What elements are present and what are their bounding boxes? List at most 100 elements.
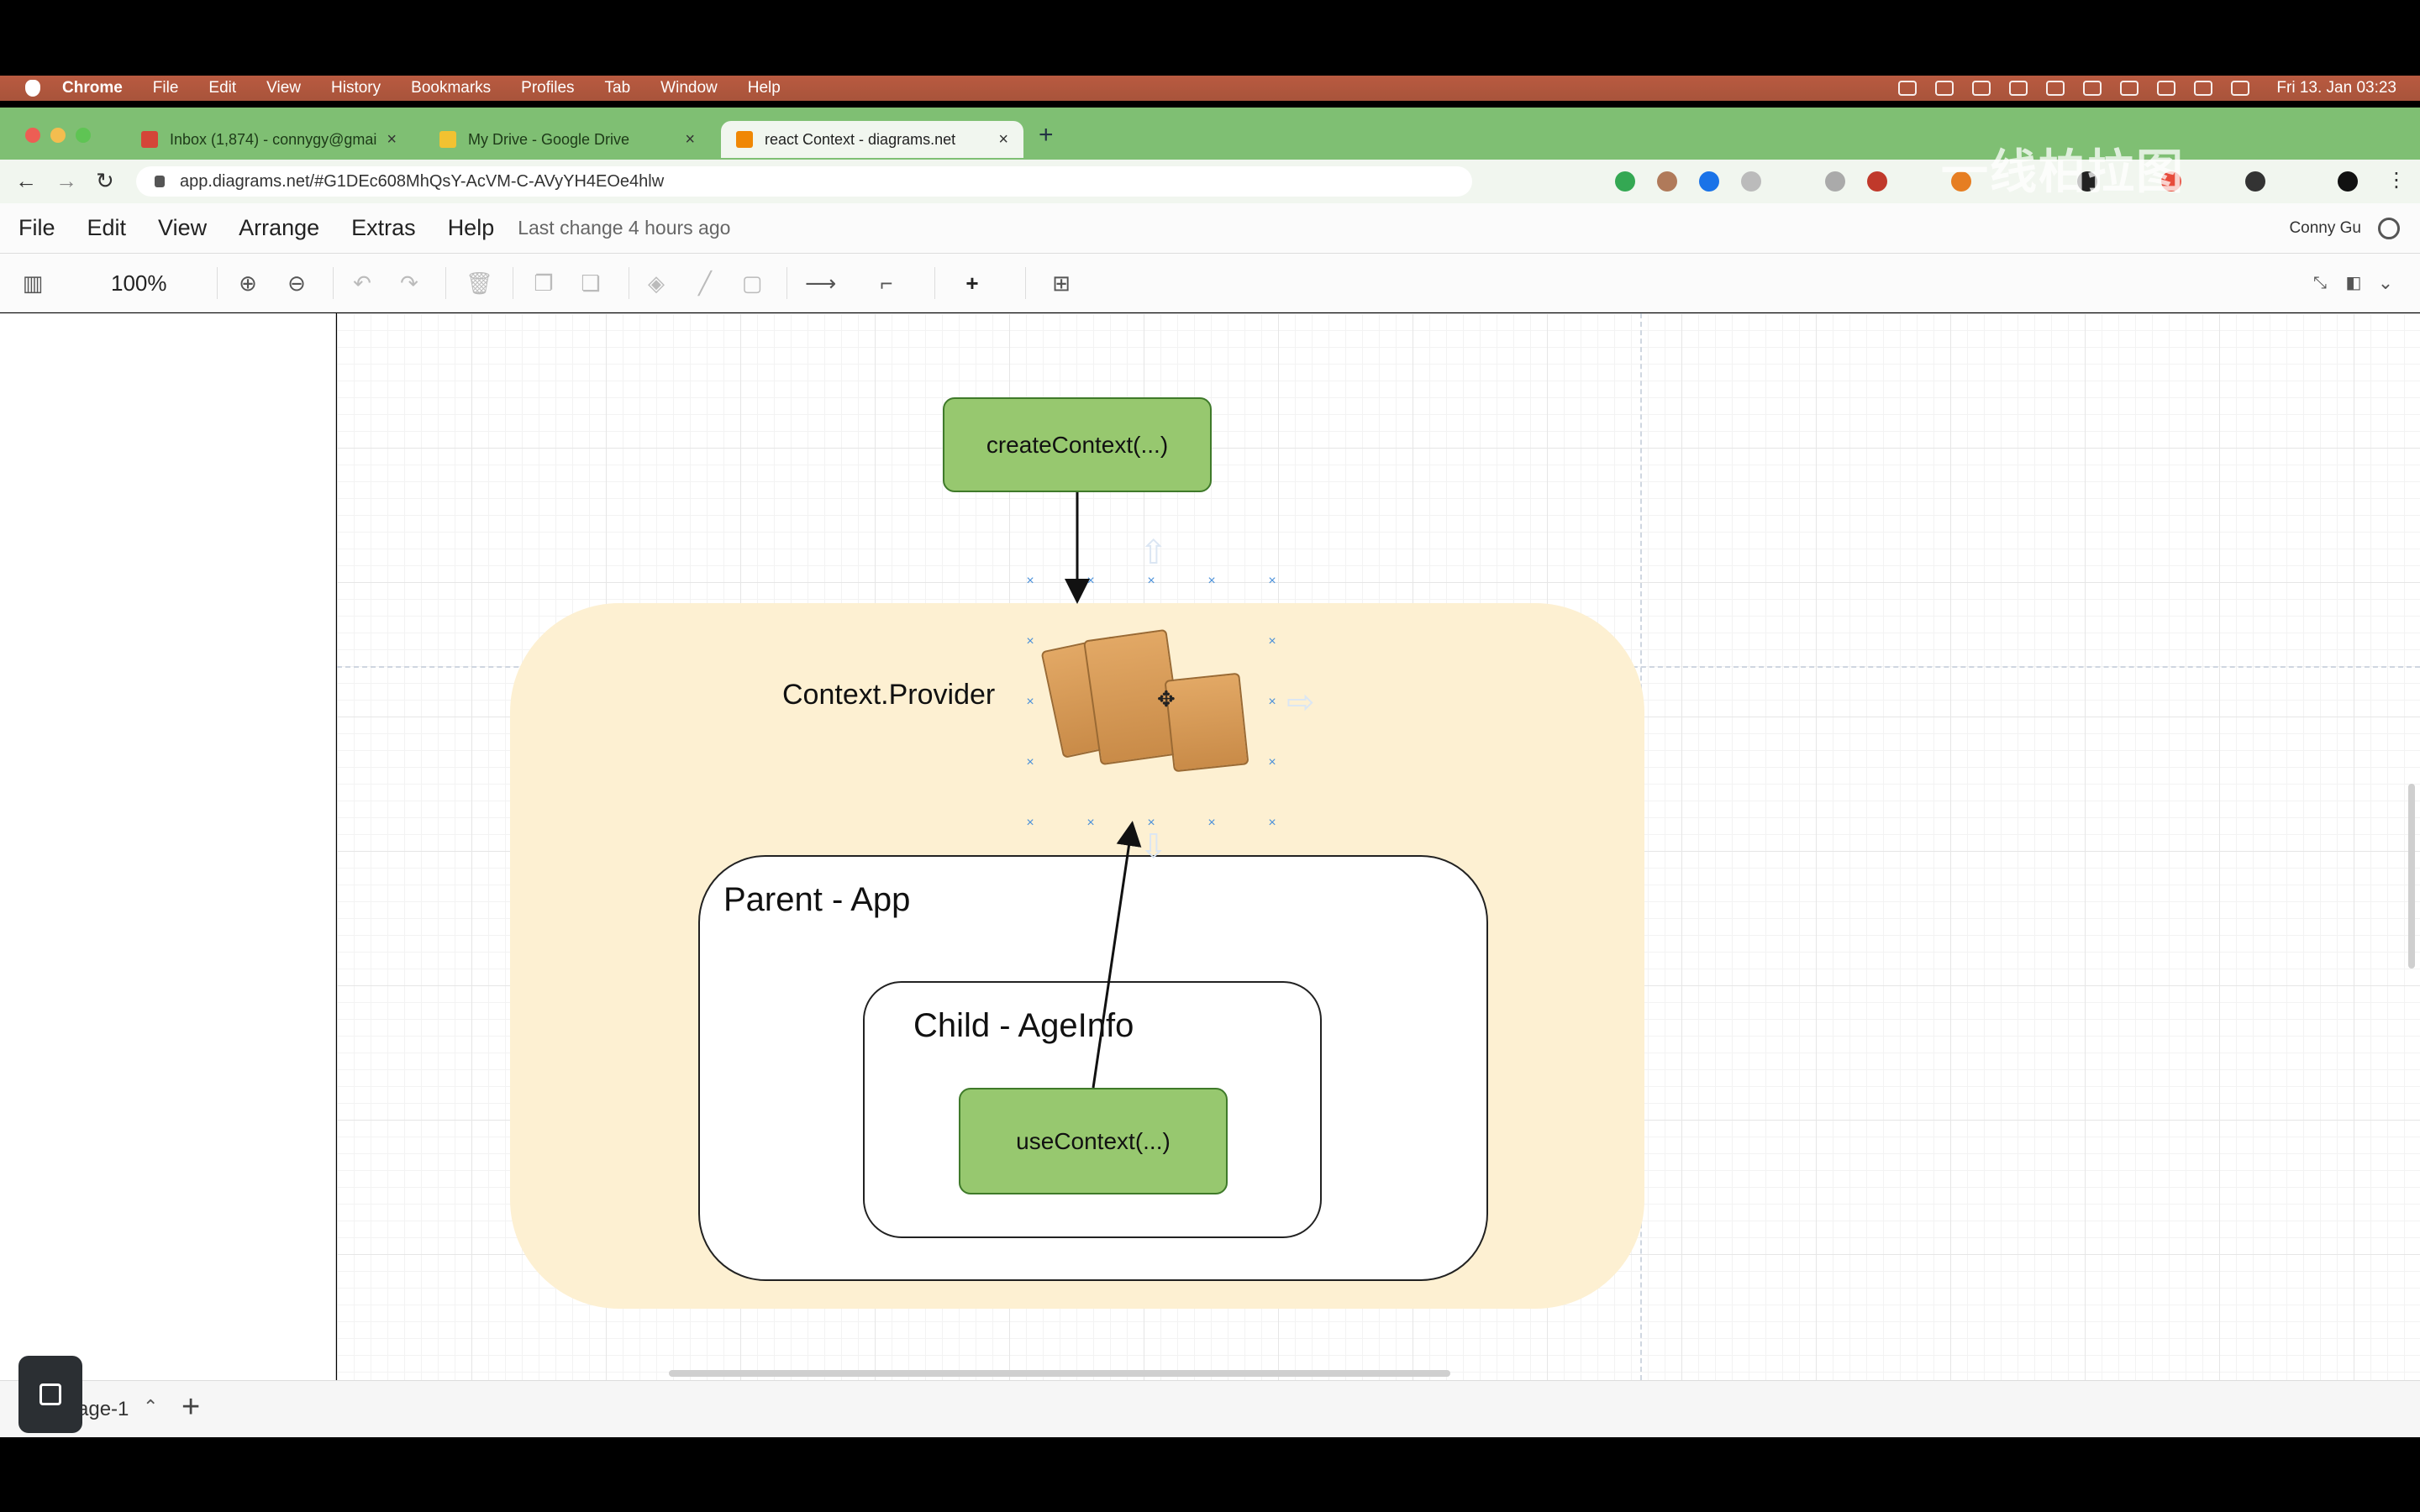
browser-menu-icon[interactable]: ⋮ [2386,169,2407,192]
user-menu[interactable]: Conny Gu [2289,218,2361,237]
tab-google-drive[interactable]: My Drive - Google Drive × [424,121,710,158]
edit-floating-button[interactable] [18,1356,82,1433]
apple-icon[interactable] [25,80,40,97]
extension-icon[interactable] [1951,171,1971,192]
extension-icon[interactable] [2245,171,2265,192]
to-front-icon[interactable]: ❐ [534,270,554,296]
menu-edit[interactable]: Edit [87,215,127,240]
vertical-scrollbar[interactable] [2408,784,2415,969]
selection-handle[interactable]: × [1268,695,1276,709]
selection-handle[interactable]: × [1207,816,1216,830]
close-window-icon[interactable] [25,128,40,143]
extension-icon[interactable] [1867,171,1887,192]
profile-avatar[interactable] [2338,171,2358,192]
connect-arrow-down-icon[interactable]: ⇩ [1139,828,1168,865]
delete-icon[interactable]: 🗑 [466,270,494,296]
shadow-icon[interactable]: ▢ [741,270,763,296]
status-icon[interactable] [1898,81,1918,96]
extension-icon[interactable] [1615,171,1635,192]
status-icon[interactable] [1935,81,1954,96]
connect-arrow-right-icon[interactable]: ⇨ [1286,684,1315,721]
menubar-item-help[interactable]: Help [747,79,781,97]
menubar-item-view[interactable]: View [266,79,302,97]
create-context-node[interactable]: createContext(...) [943,397,1212,492]
fullscreen-icon[interactable]: ⤡ [2313,274,2327,292]
extension-icon[interactable] [1657,171,1677,192]
page-tab[interactable]: age-1 [77,1398,129,1420]
extension-icon[interactable] [1825,171,1845,192]
theme-toggle-icon[interactable] [2378,217,2400,239]
forward-icon[interactable]: → [55,168,77,193]
horizontal-scrollbar[interactable] [669,1370,1450,1377]
status-icon[interactable] [2009,81,2028,96]
add-page-button[interactable]: + [182,1389,201,1425]
minimize-window-icon[interactable] [50,128,66,143]
address-bar[interactable]: app.diagrams.net/#G1DEc608MhQsY-AcVM-C-A… [136,166,1472,197]
menubar-item-bookmarks[interactable]: Bookmarks [411,79,492,97]
extension-icon[interactable] [1699,171,1719,192]
battery-icon[interactable] [2120,81,2139,96]
close-tab-icon[interactable]: × [387,129,397,149]
zoom-in-icon[interactable]: ⊕ [239,270,257,296]
selection-handle[interactable]: × [1268,574,1276,588]
menubar-item-file[interactable]: File [152,79,179,97]
extension-icon[interactable] [2161,171,2181,192]
menu-help[interactable]: Help [447,215,495,240]
context-provider-label[interactable]: Context.Provider [782,679,996,711]
table-icon[interactable]: ⊞ [1052,270,1071,296]
tab-gmail[interactable]: Inbox (1,874) - connygy@gmai × [126,121,412,158]
tab-diagrams[interactable]: react Context - diagrams.net × [721,121,1023,158]
selection-handle[interactable]: × [1268,634,1276,648]
volume-icon[interactable] [2046,81,2065,96]
menubar-item-profiles[interactable]: Profiles [521,79,575,97]
selection-handle[interactable]: × [1026,816,1034,830]
use-context-node[interactable]: useContext(...) [959,1088,1228,1194]
diagram-canvas[interactable]: createContext(...) useContext(...) Conte… [337,313,2420,1380]
line-color-icon[interactable]: ╱ [698,270,712,296]
wifi-icon[interactable] [2157,81,2176,96]
connect-arrow-up-icon[interactable]: ⇧ [1139,534,1168,571]
status-icon[interactable] [1972,81,1991,96]
menubar-app-name[interactable]: Chrome [62,79,123,97]
close-tab-icon[interactable]: × [685,129,695,149]
extension-icon[interactable] [2077,171,2097,192]
selection-handle[interactable]: × [1026,574,1034,588]
extension-icon[interactable] [1741,171,1761,192]
waypoint-style-icon[interactable]: ⌐ [880,270,893,296]
zoom-out-icon[interactable]: ⊖ [287,270,306,296]
undo-icon[interactable]: ↶ [353,270,371,296]
selection-handle[interactable]: × [1026,634,1034,648]
panel-toggle-icon[interactable]: ◧ [2345,274,2362,292]
reload-icon[interactable]: ↻ [96,168,114,193]
page-menu-chevron-icon[interactable]: ⌃ [143,1396,159,1417]
zoom-level-select[interactable]: 100% [111,270,167,296]
maximize-window-icon[interactable] [76,128,91,143]
use-to-provider-edge[interactable] [1092,821,1142,1089]
books-icon[interactable]: ✥ [1040,626,1261,777]
selection-handle[interactable]: × [1086,574,1095,588]
menubar-item-edit[interactable]: Edit [208,79,237,97]
parent-app-label[interactable]: Parent - App [723,881,911,918]
selection-handle[interactable]: × [1147,574,1155,588]
to-back-icon[interactable]: ❏ [581,270,601,296]
selection-handle[interactable]: × [1026,755,1034,769]
redo-icon[interactable]: ↷ [400,270,418,296]
new-tab-button[interactable]: + [1039,121,1054,149]
format-panel-toggle-icon[interactable]: ▥ [22,270,44,296]
menubar-item-history[interactable]: History [331,79,381,97]
connection-style-icon[interactable]: ⟶ [805,270,837,296]
menu-file[interactable]: File [18,215,55,240]
close-tab-icon[interactable]: × [998,129,1008,149]
back-icon[interactable]: ← [15,168,37,193]
last-change-status[interactable]: Last change 4 hours ago [518,217,731,239]
menu-extras[interactable]: Extras [351,215,416,240]
selection-handle[interactable]: × [1147,816,1155,830]
selection-handle[interactable]: × [1268,755,1276,769]
selection-handle[interactable]: × [1268,816,1276,830]
bluetooth-icon[interactable] [2083,81,2102,96]
search-icon[interactable] [2194,81,2213,96]
selection-handle[interactable]: × [1026,695,1034,709]
menubar-clock[interactable]: Fri 13. Jan 03:23 [2276,79,2396,97]
control-center-icon[interactable] [2231,81,2250,96]
selection-handle[interactable]: × [1086,816,1095,830]
